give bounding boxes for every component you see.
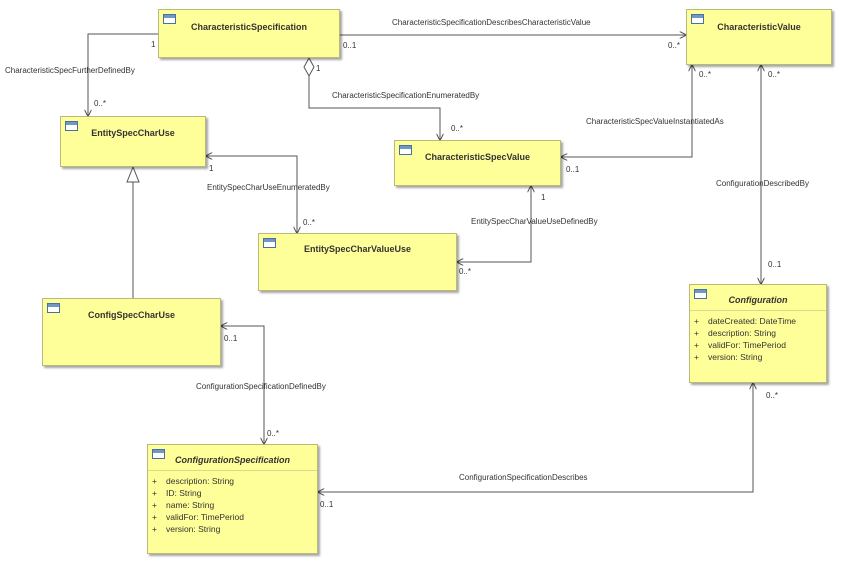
generalization-arrowhead [126, 165, 140, 183]
attribute-list: +dateCreated: DateTime +description: Str… [694, 315, 822, 363]
attribute-row: +version: String [694, 352, 763, 362]
attribute-separator [690, 310, 826, 311]
attribute-row: +ID: String [152, 488, 202, 498]
attribute-row: +description: String [152, 476, 235, 486]
attribute-row: +description: String [694, 328, 777, 338]
label-spec-further-defined-by: CharacteristicSpecFurtherDefinedBy [5, 66, 135, 75]
class-characteristic-spec-value[interactable]: CharacteristicSpecValue [394, 140, 561, 186]
class-name: EntitySpecCharValueUse [303, 244, 412, 254]
label-spec-enumerated-by: CharacteristicSpecificationEnumeratedBy [332, 91, 479, 100]
mult-spec-further-defined-by-1: 1 [151, 40, 156, 49]
label-config-spec-defined-by: ConfigurationSpecificationDefinedBy [196, 382, 326, 391]
mult-spec-further-defined-by-2: 0..* [94, 99, 106, 108]
class-icon [263, 238, 276, 248]
mult-config-spec-describes-1: 0..* [766, 391, 778, 400]
mult-char-use-enumerated-by-1: 1 [209, 164, 214, 173]
attribute-list: +description: String +ID: String +name: … [152, 475, 313, 535]
class-name: CharacteristicSpecification [190, 22, 308, 32]
class-icon [65, 121, 78, 131]
class-entity-spec-char-value-use[interactable]: EntitySpecCharValueUse [258, 233, 457, 291]
label-spec-describes-value: CharacteristicSpecificationDescribesChar… [392, 18, 591, 27]
label-char-use-enumerated-by: EntitySpecCharUseEnumeratedBy [207, 183, 330, 192]
class-config-spec-char-use[interactable]: ConfigSpecCharUse [42, 298, 221, 366]
class-configuration[interactable]: Configuration +dateCreated: DateTime +de… [689, 284, 827, 383]
class-name: CharacteristicValue [717, 22, 801, 32]
attribute-row: +dateCreated: DateTime [694, 316, 797, 326]
edge-spec-further-defined-by [88, 33, 158, 116]
attribute-separator [148, 470, 317, 471]
mult-value-instantiated-as-1: 0..* [699, 70, 711, 79]
attribute-row: +name: String [152, 500, 215, 510]
attribute-row: +version: String [152, 524, 221, 534]
mult-spec-describes-value-1: 0..1 [343, 41, 357, 50]
class-entity-spec-char-use[interactable]: EntitySpecCharUse [60, 116, 206, 167]
edge-config-spec-defined-by [221, 326, 264, 444]
mult-spec-enumerated-by-2: 0..* [451, 124, 463, 133]
mult-char-use-enumerated-by-2: 0..* [303, 218, 315, 227]
class-characteristic-value[interactable]: CharacteristicValue [686, 9, 832, 65]
edge-char-use-enumerated-by [206, 156, 297, 233]
class-name: ConfigSpecCharUse [87, 310, 176, 320]
edge-config-spec-describes [318, 383, 753, 492]
label-config-spec-describes: ConfigurationSpecificationDescribes [459, 473, 588, 482]
mult-config-spec-defined-by-1: 0..1 [224, 334, 238, 343]
mult-spec-enumerated-by-1: 1 [316, 64, 321, 73]
label-value-instantiated-as: CharacteristicSpecValueInstantiatedAs [586, 117, 724, 126]
mult-configuration-described-by-1: 0..* [768, 70, 780, 79]
mult-configuration-described-by-2: 0..1 [768, 260, 782, 269]
attribute-row: +validFor: TimePeriod [152, 512, 244, 522]
class-name: CharacteristicSpecValue [424, 152, 531, 162]
mult-spec-describes-value-2: 0..* [668, 41, 680, 50]
class-icon [47, 303, 60, 313]
mult-config-spec-describes-2: 0..1 [320, 500, 334, 509]
class-icon [691, 14, 704, 24]
label-char-value-use-defined-by: EntitySpecCharValueUseDefinedBy [471, 217, 598, 226]
class-icon [399, 145, 412, 155]
aggregation-diamond [303, 56, 315, 78]
attribute-row: +validFor: TimePeriod [694, 340, 786, 350]
edge-char-value-use-defined-by [457, 186, 531, 262]
mult-char-value-use-defined-by-1: 1 [541, 193, 546, 202]
label-configuration-described-by: ConfigurationDescribedBy [716, 179, 809, 188]
class-characteristic-specification[interactable]: CharacteristicSpecification [158, 9, 340, 58]
class-icon [152, 449, 165, 459]
class-icon [694, 289, 707, 299]
class-name: EntitySpecCharUse [91, 128, 175, 138]
class-configuration-specification[interactable]: ConfigurationSpecification +description:… [147, 444, 318, 554]
mult-value-instantiated-as-2: 0..1 [566, 165, 580, 174]
edge-spec-enumerated-by [308, 76, 440, 140]
edge-value-instantiated-as [561, 65, 692, 157]
class-name: ConfigurationSpecification [174, 455, 290, 465]
class-icon [163, 14, 176, 24]
mult-char-value-use-defined-by-2: 0..* [459, 267, 471, 276]
class-name: Configuration [728, 295, 788, 305]
mult-config-spec-defined-by-2: 0..* [267, 429, 279, 438]
